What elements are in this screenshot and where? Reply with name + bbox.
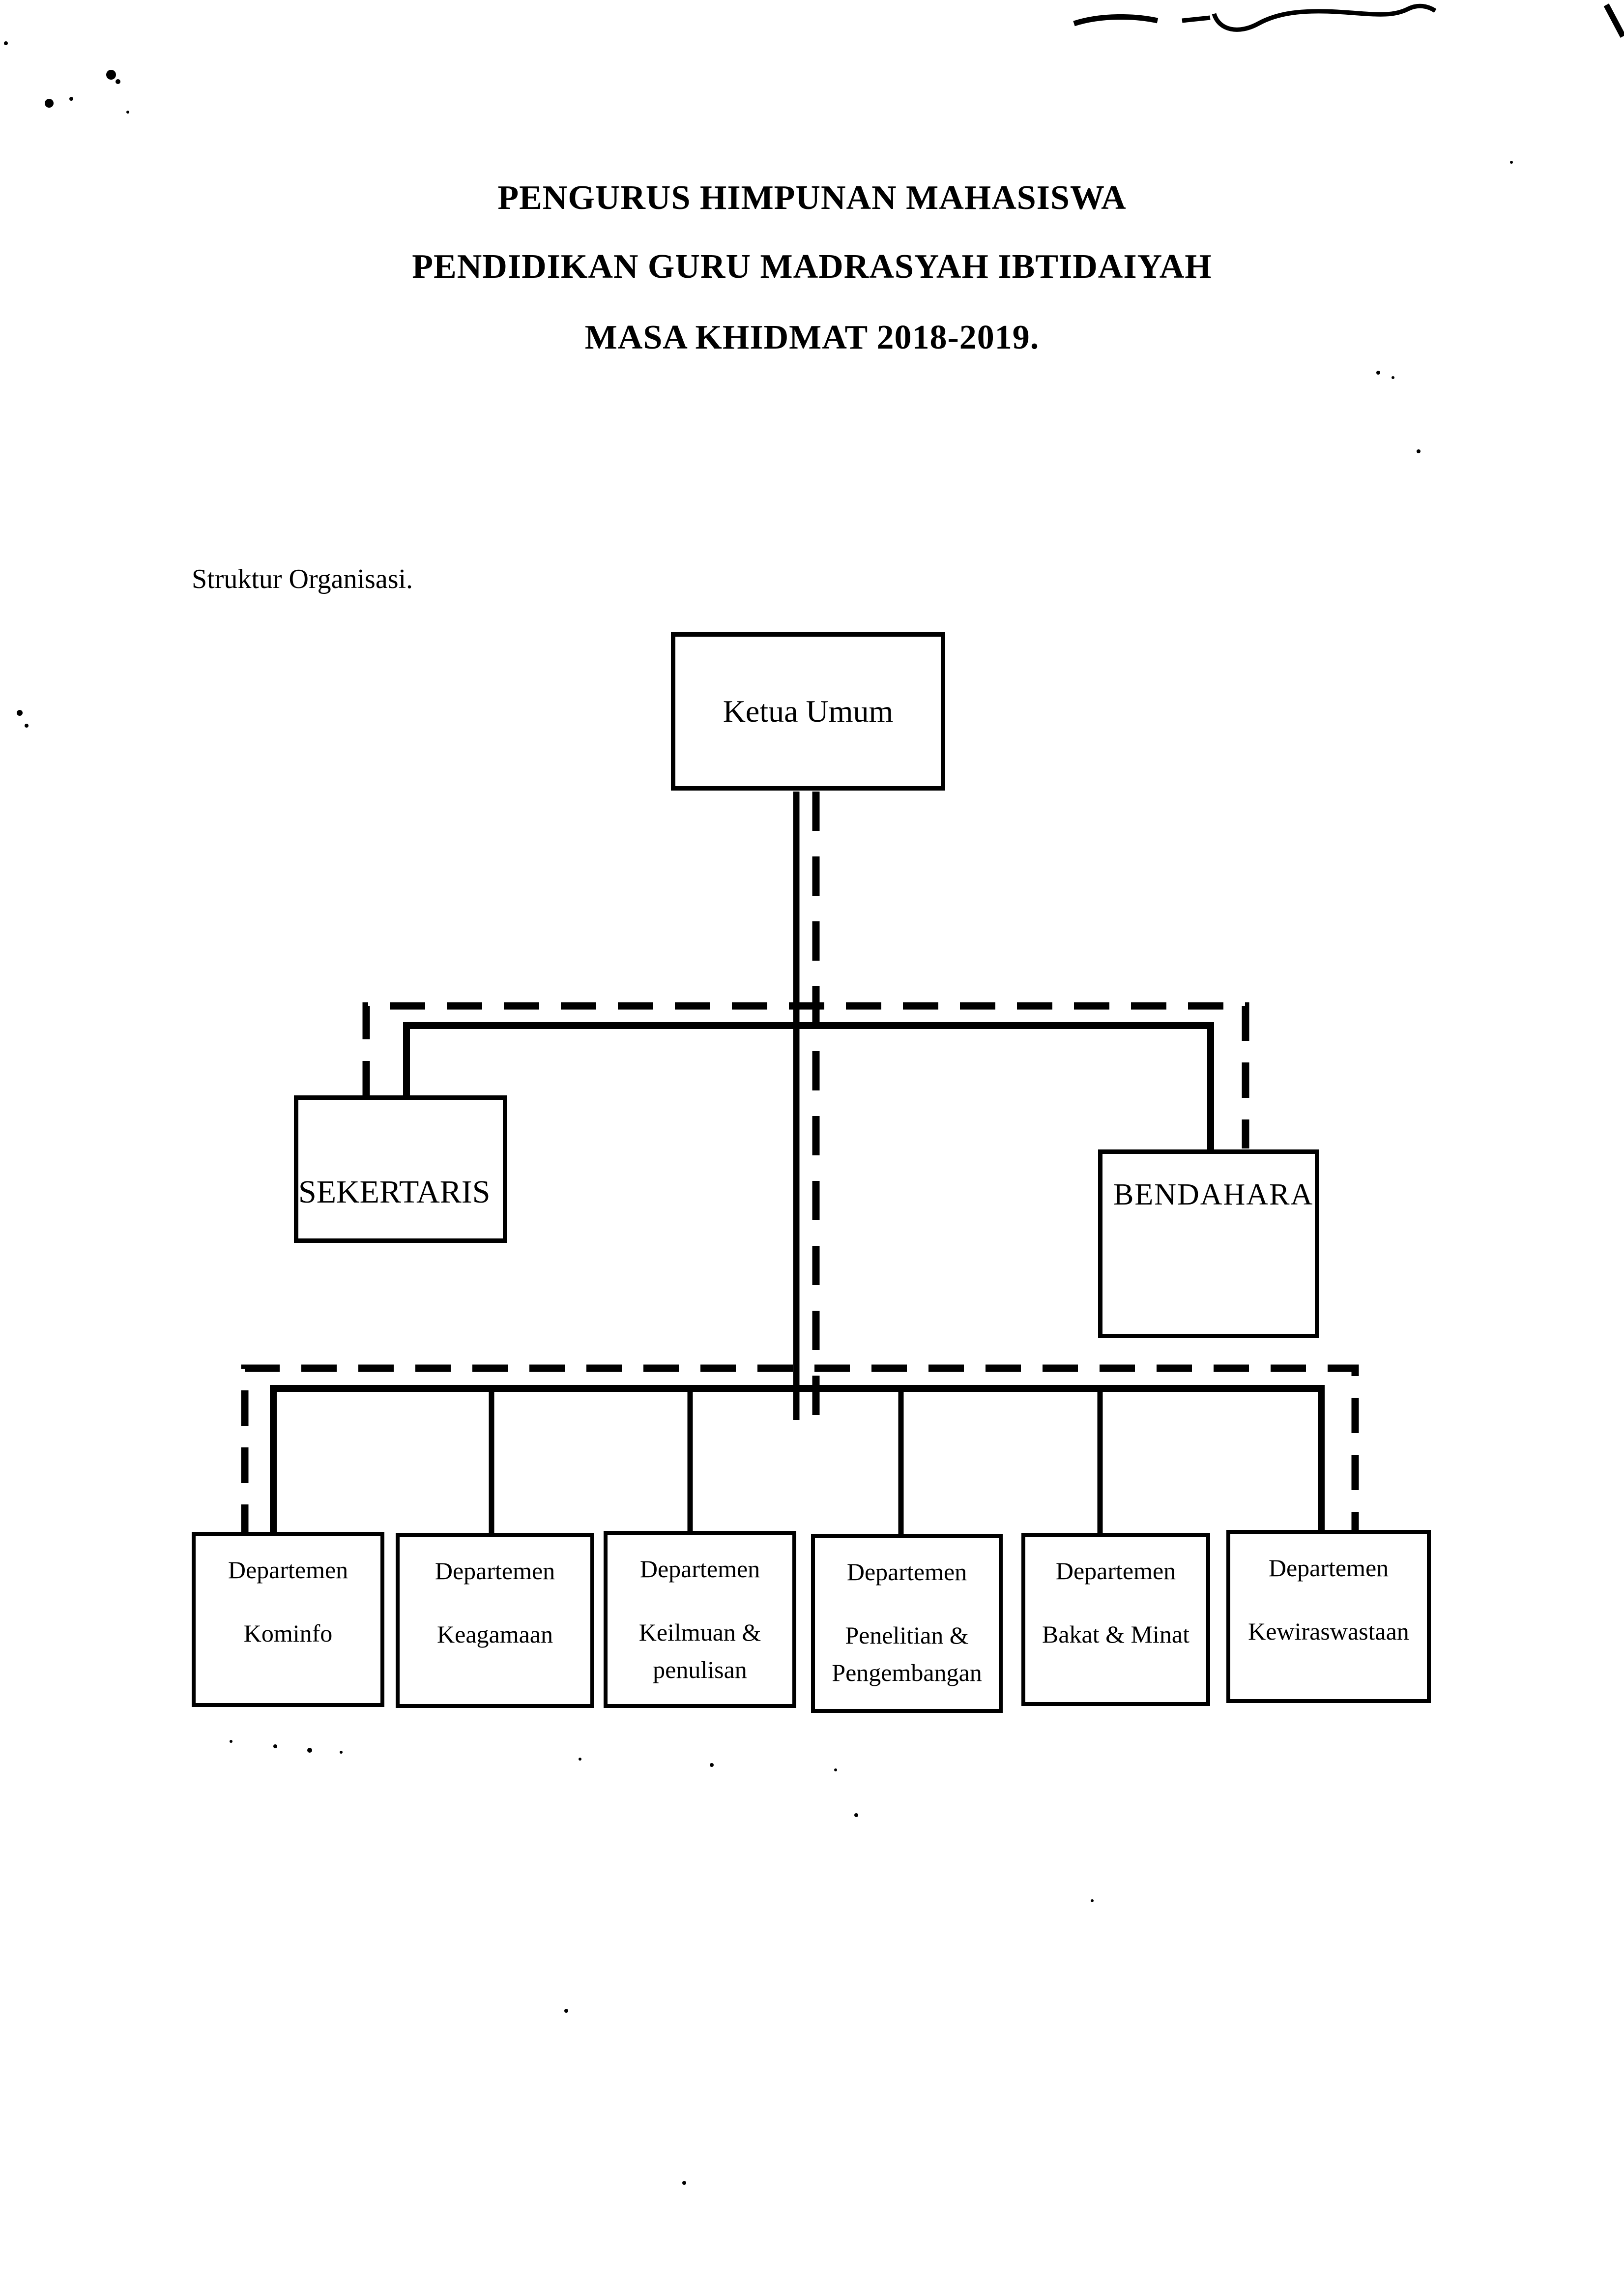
section-heading: Struktur Organisasi. [192, 564, 413, 594]
speck [126, 111, 129, 114]
speck [69, 97, 73, 101]
org-node-dept-kewiraswastaan: Departemen Kewiraswastaan [1226, 1530, 1431, 1703]
speck [17, 710, 23, 716]
speck [710, 1763, 714, 1767]
dept-name: Kewiraswastaan [1248, 1618, 1409, 1645]
coordination-line-departments [241, 1364, 1359, 1540]
speck [25, 724, 29, 728]
dept-title: Departemen [228, 1556, 348, 1584]
org-node-dept-kominfo: Departemen Kominfo [192, 1532, 384, 1707]
speck [682, 2181, 686, 2185]
document-title-line-1: PENGURUS HIMPUNAN MAHASISWA [497, 179, 1127, 217]
dept-title: Departemen [1268, 1554, 1389, 1582]
dept-name: Kominfo [243, 1619, 333, 1647]
scan-smudge-top-2 [1182, 15, 1211, 23]
org-node-label: BENDAHARA [1113, 1178, 1314, 1211]
dept-name: Penelitian & Pengembangan [832, 1621, 982, 1686]
org-node-sekertaris: SEKERTARIS [294, 1095, 507, 1243]
speck [1392, 376, 1394, 379]
org-node-dept-bakat-minat: Departemen Bakat & Minat [1021, 1533, 1210, 1706]
dept-title: Departemen [1055, 1557, 1176, 1585]
org-node-dept-keilmuan: Departemen Keilmuan & penulisan [604, 1531, 796, 1708]
command-line-departments [270, 1385, 1325, 1540]
scan-smudge-top-3 [1212, 3, 1437, 32]
speck [564, 2009, 568, 2013]
dept-title: Departemen [846, 1558, 967, 1586]
speck [834, 1768, 837, 1771]
speck [1091, 1899, 1094, 1902]
speck [1510, 161, 1513, 164]
document-title-line-3: MASA KHIDMAT 2018-2019. [584, 319, 1040, 356]
speck [45, 99, 54, 108]
speck [116, 79, 120, 84]
speck [4, 41, 8, 45]
coordination-line-officers [362, 1002, 1249, 1210]
dept-name: Keilmuan & penulisan [638, 1618, 761, 1683]
speck [579, 1758, 581, 1761]
org-node-label: SEKERTARIS [298, 1174, 491, 1210]
org-node-dept-keagamaan: Departemen Keagamaan [396, 1533, 594, 1708]
dept-title: Departemen [639, 1555, 760, 1583]
speck [1417, 449, 1421, 453]
speck [273, 1744, 277, 1748]
org-node-label: Ketua Umum [723, 694, 894, 729]
speck [340, 1751, 343, 1754]
dept-name: Keagamaan [437, 1620, 553, 1648]
dept-title: Departemen [435, 1557, 555, 1585]
dept-name: Bakat & Minat [1042, 1620, 1189, 1648]
speck [106, 70, 116, 80]
command-line-officers [403, 1022, 1214, 1180]
speck [1376, 371, 1380, 375]
org-node-dept-penelitian: Departemen Penelitian & Pengembangan [811, 1534, 1003, 1713]
org-node-ketua-umum: Ketua Umum [671, 632, 945, 791]
speck [307, 1748, 312, 1753]
scan-corner-stroke [1603, 3, 1624, 38]
scan-specks [4, 41, 1513, 2185]
speck [854, 1813, 858, 1817]
speck [230, 1740, 232, 1743]
scan-artifacts [4, 3, 1624, 2185]
scan-smudge-top-1 [1073, 14, 1159, 27]
org-node-bendahara: BENDAHARA [1098, 1149, 1319, 1338]
document-title-line-2: PENDIDIKAN GURU MADRASYAH IBTIDAIYAH [412, 248, 1212, 286]
